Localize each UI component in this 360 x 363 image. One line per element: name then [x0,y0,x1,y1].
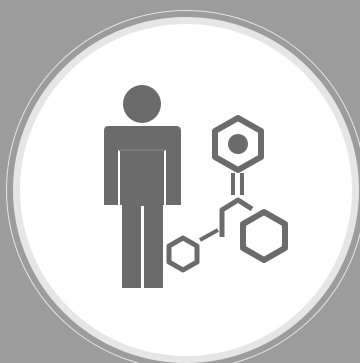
molecule-ring-right [240,209,288,263]
person-torso [104,126,181,288]
molecule-ring-left [166,235,200,273]
badge-circle [6,10,360,363]
molecule-ring-top [212,115,264,173]
molecule-atom-center [228,134,248,154]
person-head [123,85,161,123]
molecule-icon [166,115,288,273]
person-icon [104,85,181,288]
